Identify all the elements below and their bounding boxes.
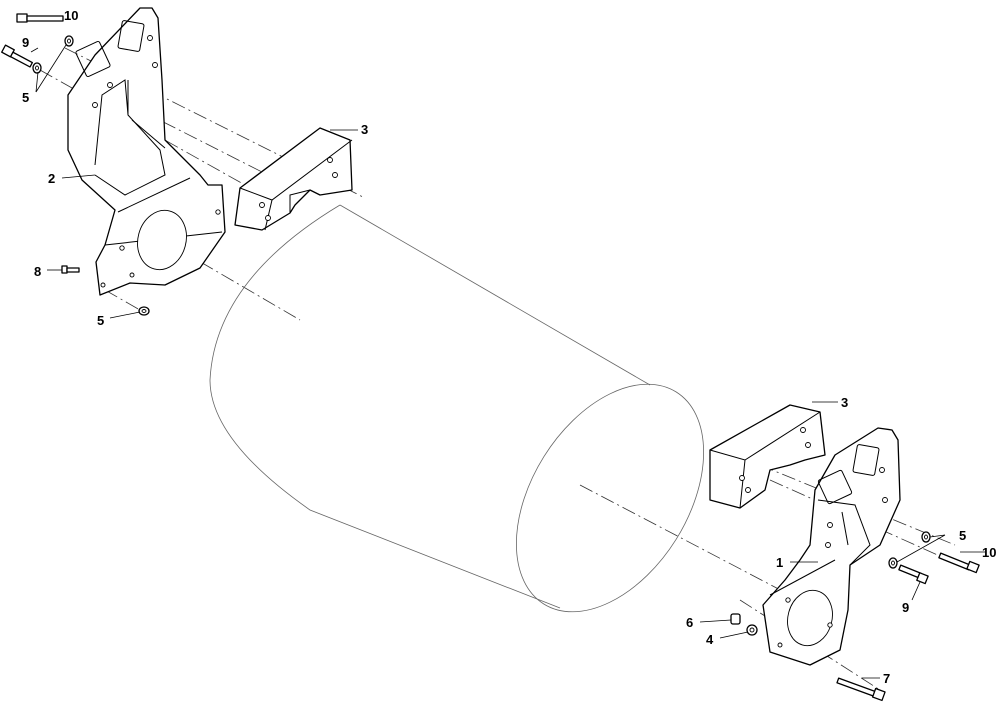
left-bracket — [67, 7, 226, 296]
callout-9-left: 9 — [22, 35, 29, 50]
callout-5-left-upper: 5 — [22, 90, 29, 105]
callout-6: 6 — [686, 615, 693, 630]
leader-lines — [30, 15, 985, 679]
bolt-9-left — [1, 44, 34, 68]
callout-3-right: 3 — [841, 395, 848, 410]
callout-5-right: 5 — [959, 528, 966, 543]
bolt-9-right — [898, 564, 929, 585]
bolt-10-right — [938, 552, 980, 574]
callout-9-right: 9 — [902, 600, 909, 615]
left-spacer-block — [234, 127, 353, 231]
bolt-8-left — [61, 265, 80, 274]
bolt-7-right — [836, 677, 886, 702]
callout-4: 4 — [706, 632, 714, 647]
callout-3-left: 3 — [361, 122, 368, 137]
callout-7: 7 — [883, 671, 890, 686]
washers-and-nuts — [32, 35, 931, 636]
callout-10-right: 10 — [982, 545, 996, 560]
callout-5-left-lower: 5 — [97, 313, 104, 328]
callout-2: 2 — [48, 171, 55, 186]
right-bracket — [762, 427, 901, 666]
callout-labels: 10 9 5 2 3 8 5 3 5 10 1 9 6 4 7 — [22, 8, 996, 686]
callout-10-left: 10 — [64, 8, 78, 23]
right-spacer-block — [709, 404, 826, 509]
bolt-10-left — [16, 13, 64, 23]
callout-1: 1 — [776, 555, 783, 570]
drum-cylinder — [209, 204, 705, 613]
callout-8: 8 — [34, 264, 41, 279]
